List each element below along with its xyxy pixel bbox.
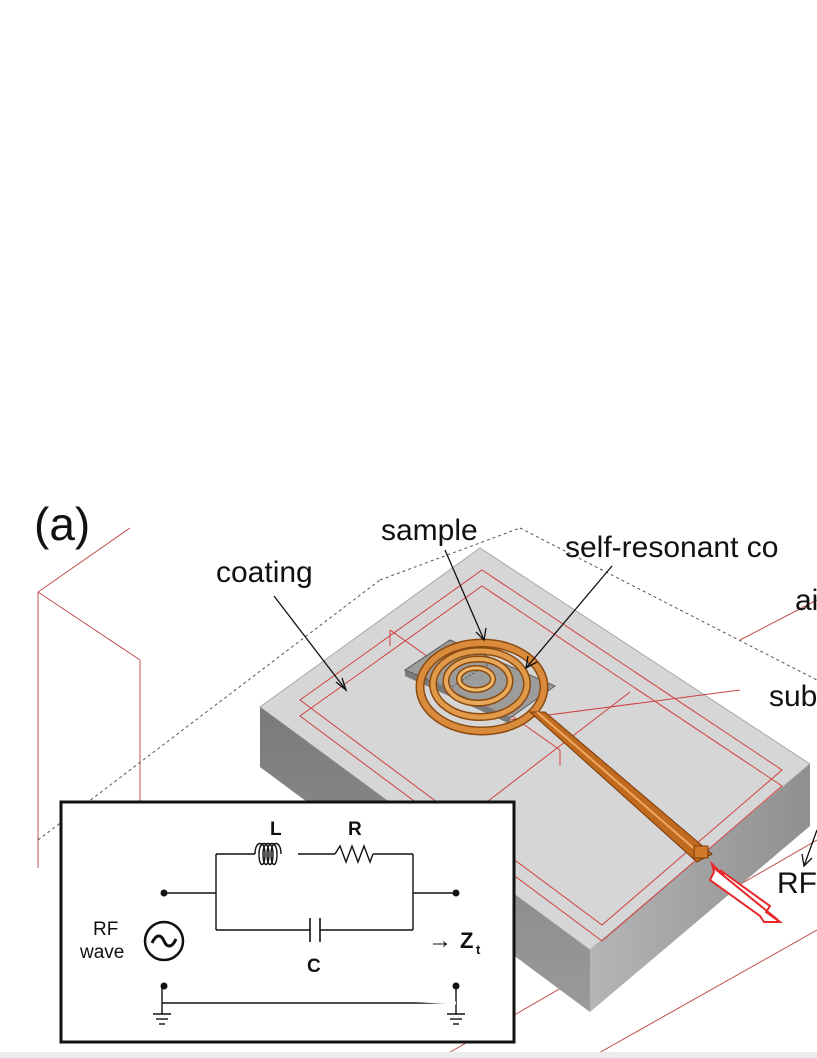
air-box-dashed-lines <box>37 527 817 841</box>
circuit-inset: L R C RF wave → Z t <box>59 800 516 1044</box>
label-coating: coating <box>216 556 313 589</box>
label-source-rf: RF <box>93 919 118 940</box>
label-rf: RF <box>777 867 817 900</box>
bottom-edge-bar <box>0 1052 817 1058</box>
capacitor-symbol <box>309 918 321 942</box>
label-source-wave: wave <box>79 942 124 963</box>
label-resistor: R <box>348 819 362 840</box>
annotation-arrows <box>273 549 817 868</box>
label-sample: sample <box>381 514 478 547</box>
self-resonant-coil <box>415 638 549 736</box>
rf-port-arrow <box>708 860 784 923</box>
coil-feed-line <box>528 711 713 863</box>
circuit-terminals <box>160 889 460 990</box>
label-impedance-subscript: t <box>476 942 481 957</box>
impedance-arrow: → <box>428 927 452 954</box>
circuit-frame <box>59 800 516 1044</box>
label-coil: self-resonant co <box>565 531 778 564</box>
panel-label: (a) <box>34 498 90 550</box>
label-air: ai <box>795 584 817 617</box>
resistor-symbol <box>334 844 374 864</box>
ground-symbol-left <box>153 1013 171 1025</box>
ground-symbol-right <box>447 1013 465 1025</box>
label-capacitor: C <box>307 956 321 977</box>
label-substrate: sub <box>769 680 817 713</box>
label-impedance: Z <box>460 928 473 953</box>
ac-source-symbol <box>143 920 185 962</box>
inductor-symbol <box>254 842 282 866</box>
substrate-right-face <box>590 764 810 1012</box>
label-inductor: L <box>270 819 282 840</box>
